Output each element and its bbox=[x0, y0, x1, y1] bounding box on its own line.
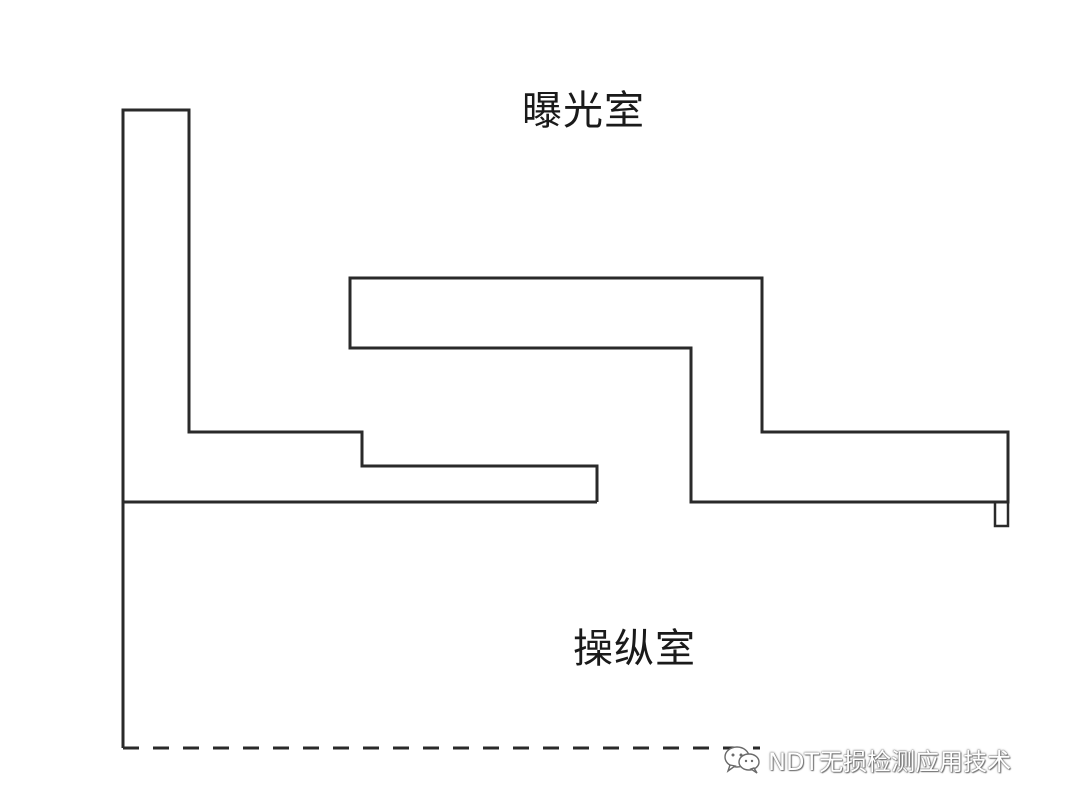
control-room-label: 操纵室 bbox=[573, 626, 696, 672]
exposure-room-label: 曝光室 bbox=[522, 88, 645, 134]
watermark-text: NDT无损检测应用技术 bbox=[768, 747, 1012, 776]
watermark: NDT无损检测应用技术 bbox=[722, 741, 1011, 777]
right-maze-wall bbox=[348, 276, 1010, 504]
wechat-icon bbox=[722, 744, 762, 774]
wall-stub bbox=[993, 500, 1010, 528]
left-maze-wall bbox=[121, 108, 599, 502]
